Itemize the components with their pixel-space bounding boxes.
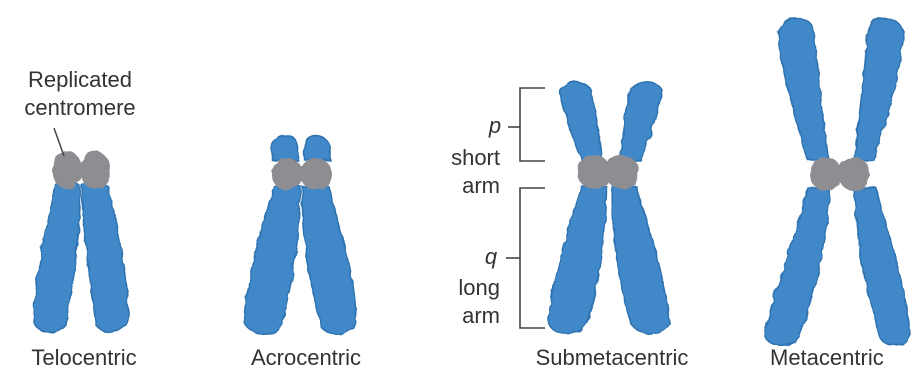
submetacentric-left-short-arm <box>560 82 602 160</box>
q-symbol: q <box>480 245 502 269</box>
replicated-centromere-label: Replicated centromere <box>10 66 150 122</box>
metacentric-right-centromere <box>838 157 870 191</box>
submetacentric-right-centromere <box>605 155 639 189</box>
acrocentric-right-short-arm <box>304 135 330 160</box>
metacentric-right-upper-arm <box>854 18 904 160</box>
metacentric-right-lower-arm <box>854 188 910 345</box>
telocentric-left-centromere <box>52 151 82 189</box>
submetacentric-right-long-arm <box>612 186 670 334</box>
submetacentric-caption: Submetacentric <box>512 346 712 370</box>
acrocentric-left-centromere <box>271 158 303 190</box>
metacentric-left-lower-arm <box>764 188 830 345</box>
telocentric-left-chromatid <box>34 183 80 333</box>
metacentric-caption: Metacentric <box>770 346 912 370</box>
short-arm-label: short arm <box>420 144 500 200</box>
callout-line-1: Replicated <box>10 66 150 94</box>
metacentric-left-upper-arm <box>778 18 828 160</box>
telocentric-chromosome <box>34 151 128 333</box>
long-arm-label: long arm <box>420 274 500 330</box>
acrocentric-right-centromere <box>300 158 332 190</box>
callout-line-2: centromere <box>10 94 150 122</box>
telocentric-right-centromere <box>80 151 110 189</box>
arm-brackets <box>506 88 545 328</box>
acrocentric-right-long-arm <box>302 186 356 334</box>
telocentric-right-chromatid <box>82 183 128 332</box>
callout-leader-line <box>54 128 64 156</box>
p-arm-bracket <box>520 88 545 161</box>
acrocentric-caption: Acrocentric <box>226 346 386 370</box>
metacentric-chromosome <box>764 18 910 345</box>
short-arm-word: arm <box>420 172 500 200</box>
acrocentric-chromosome <box>244 135 356 334</box>
submetacentric-chromosome <box>548 82 670 334</box>
long-label: long <box>420 274 500 302</box>
long-arm-word: arm <box>420 302 500 330</box>
submetacentric-right-short-arm <box>620 82 662 160</box>
metacentric-left-centromere <box>810 157 842 191</box>
acrocentric-left-long-arm <box>244 186 300 334</box>
submetacentric-left-long-arm <box>548 186 606 334</box>
p-symbol: p <box>484 114 506 138</box>
telocentric-caption: Telocentric <box>4 346 164 370</box>
q-arm-bracket <box>520 188 545 328</box>
acrocentric-left-short-arm <box>272 135 298 160</box>
short-label: short <box>420 144 500 172</box>
